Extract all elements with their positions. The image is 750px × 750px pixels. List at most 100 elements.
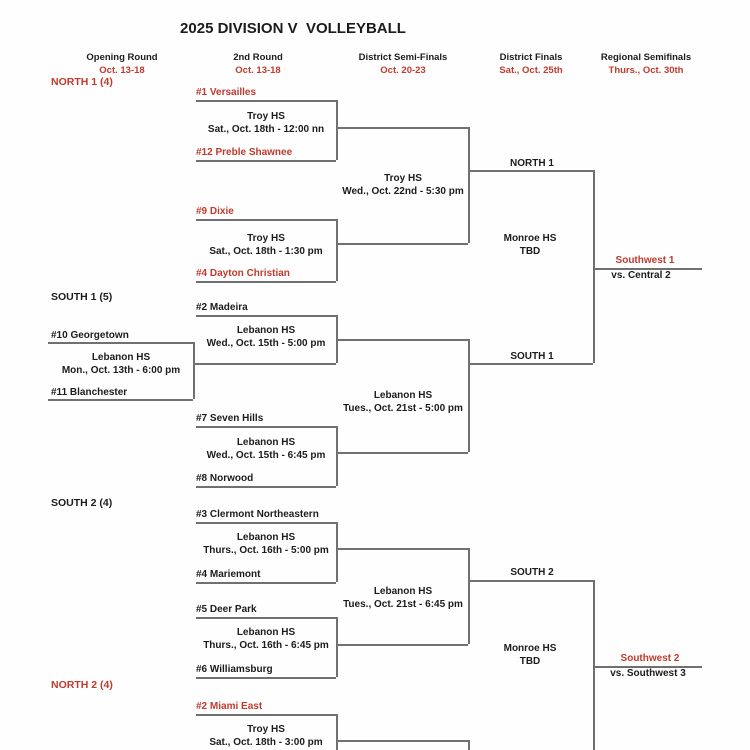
- round-header-district-semis: District Semi-Finals Oct. 20-23: [359, 51, 448, 77]
- round-label: District Finals: [499, 52, 563, 63]
- team-williamsburg: #6 Williamsburg: [196, 664, 273, 675]
- round-label: Regional Semifinals: [600, 52, 692, 63]
- venue-name: Troy HS: [247, 724, 285, 735]
- team-norwood: #8 Norwood: [196, 473, 254, 484]
- bracket-line: [196, 315, 336, 317]
- round-header-district-finals: District Finals Sat., Oct. 25th: [499, 51, 562, 77]
- venue-name: Troy HS: [384, 173, 422, 184]
- venue-name: Lebanon HS: [91, 352, 151, 363]
- bracket-line: [468, 363, 593, 365]
- bracket-line: [336, 522, 338, 582]
- team-miami-east: #2 Miami East: [196, 701, 263, 712]
- winner-label-north1: NORTH 1: [510, 158, 554, 169]
- game-datetime: Sat., Oct. 18th - 3:00 pm: [209, 737, 323, 748]
- district-final-venue: Monroe HS TBD: [504, 642, 557, 668]
- venue-name: Monroe HS: [503, 643, 557, 654]
- bracket-line: [196, 281, 336, 283]
- bracket-line: [196, 160, 336, 162]
- game-venue: Troy HS Sat., Oct. 18th - 3:00 pm: [209, 723, 322, 749]
- bracket-line: [336, 740, 468, 742]
- bracket-line: [196, 522, 336, 524]
- bracket-line: [48, 399, 193, 401]
- venue-name: Lebanon HS: [236, 627, 296, 638]
- game-venue: Troy HS Sat., Oct. 18th - 1:30 pm: [209, 232, 322, 258]
- round-header-regional-semis: Regional Semifinals Thurs., Oct. 30th: [601, 51, 691, 77]
- game-venue: Troy HS Sat., Oct. 18th - 12:00 nn: [208, 110, 324, 136]
- regional-winner-southwest1: Southwest 1: [615, 255, 675, 266]
- bracket-line: [196, 714, 336, 716]
- bracket-line: [468, 127, 470, 243]
- bracket-line: [468, 740, 470, 750]
- bracket-line: [468, 580, 593, 582]
- venue-name: Lebanon HS: [236, 437, 296, 448]
- bracket-line: [336, 426, 338, 486]
- bracket-line: [593, 170, 595, 363]
- bracket-line: [468, 170, 593, 172]
- section-label-south1: SOUTH 1 (5): [51, 291, 113, 303]
- game-venue: Lebanon HS Thurs., Oct. 16th - 5:00 pm: [203, 531, 329, 557]
- team-madeira: #2 Madeira: [196, 302, 248, 313]
- regional-opponent-central2: vs. Central 2: [611, 270, 671, 281]
- round-date: Oct. 13-18: [235, 65, 281, 76]
- team-blanchester: #11 Blanchester: [51, 387, 128, 398]
- game-datetime: Tues., Oct. 21st - 5:00 pm: [343, 403, 463, 414]
- round-label: Opening Round: [86, 52, 158, 63]
- venue-name: Monroe HS: [503, 233, 557, 244]
- section-label-north2: NORTH 2 (4): [51, 679, 113, 691]
- round-label: 2nd Round: [233, 52, 283, 63]
- tournament-title: 2025 DIVISION V VOLLEYBALL: [180, 20, 406, 37]
- round-date: Sat., Oct. 25th: [499, 65, 563, 76]
- round-date: Oct. 13-18: [99, 65, 145, 76]
- regional-opponent-southwest3: vs. Southwest 3: [610, 668, 686, 679]
- bracket-line: [336, 243, 468, 245]
- bracket-line: [336, 315, 338, 363]
- team-seven-hills: #7 Seven Hills: [196, 413, 264, 424]
- district-final-venue: Monroe HS TBD: [504, 232, 557, 258]
- bracket-line: [336, 644, 468, 646]
- game-datetime: Mon., Oct. 13th - 6:00 pm: [61, 365, 181, 376]
- regional-winner-southwest2: Southwest 2: [620, 653, 680, 664]
- game-venue: Lebanon HS Mon., Oct. 13th - 6:00 pm: [62, 351, 180, 377]
- semifinal-venue: Troy HS Wed., Oct. 22nd - 5:30 pm: [342, 172, 464, 198]
- semifinal-venue: Lebanon HS Tues., Oct. 21st - 5:00 pm: [343, 389, 463, 415]
- game-datetime: TBD: [519, 246, 541, 257]
- bracket-line: [196, 677, 336, 679]
- bracket-line: [593, 268, 702, 270]
- bracket-line: [336, 714, 338, 750]
- game-datetime: Wed., Oct. 15th - 6:45 pm: [206, 450, 326, 461]
- game-datetime: Wed., Oct. 22nd - 5:30 pm: [342, 186, 464, 197]
- game-datetime: Sat., Oct. 18th - 12:00 nn: [207, 124, 325, 135]
- game-datetime: TBD: [519, 656, 541, 667]
- venue-name: Troy HS: [247, 111, 285, 122]
- team-dayton-christian: #4 Dayton Christian: [196, 268, 290, 279]
- venue-name: Lebanon HS: [373, 586, 433, 597]
- bracket-line: [468, 339, 470, 452]
- team-deer-park: #5 Deer Park: [196, 604, 257, 615]
- winner-label-south1: SOUTH 1: [510, 351, 554, 362]
- game-datetime: Thurs., Oct. 16th - 6:45 pm: [203, 640, 329, 651]
- bracket-line: [48, 342, 193, 344]
- team-dixie: #9 Dixie: [196, 206, 234, 217]
- bracket-line: [196, 426, 336, 428]
- bracket-line: [468, 548, 470, 644]
- round-header-2nd: 2nd Round Oct. 13-18: [233, 51, 283, 77]
- bracket-line: [336, 100, 338, 160]
- round-header-opening: Opening Round Oct. 13-18: [86, 51, 157, 77]
- game-datetime: Tues., Oct. 21st - 6:45 pm: [343, 599, 463, 610]
- game-venue: Lebanon HS Wed., Oct. 15th - 6:45 pm: [207, 436, 326, 462]
- round-date: Oct. 20-23: [380, 65, 426, 76]
- bracket-line: [193, 342, 195, 399]
- bracket-line: [336, 617, 338, 677]
- bracket-line: [336, 219, 338, 281]
- game-datetime: Sat., Oct. 18th - 1:30 pm: [209, 246, 323, 257]
- team-mariemont: #4 Mariemont: [196, 569, 261, 580]
- bracket-line: [336, 127, 468, 129]
- bracket-line: [336, 452, 468, 454]
- semifinal-venue: Lebanon HS Tues., Oct. 21st - 6:45 pm: [343, 585, 463, 611]
- team-preble-shawnee: #12 Preble Shawnee: [196, 147, 293, 158]
- venue-name: Lebanon HS: [373, 390, 433, 401]
- team-versailles: #1 Versailles: [196, 87, 257, 98]
- bracket-line: [593, 666, 702, 668]
- section-label-south2: SOUTH 2 (4): [51, 497, 113, 509]
